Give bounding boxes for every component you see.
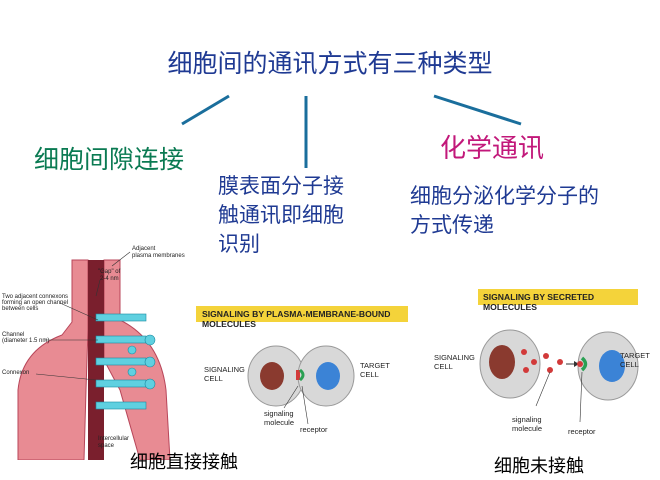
secreted-signaling-nucleus xyxy=(489,345,515,379)
membrane-contact-line-2: 触通讯即细胞 xyxy=(218,203,344,227)
secreted-label-signaling-2: CELL xyxy=(434,362,453,371)
gap-junction-figure: Adjacent plasma membranes "Gap" of 2-4 n… xyxy=(2,246,185,460)
gap-label-intercellular-1: Intercellular xyxy=(98,436,129,442)
membrane-label-target-1: TARGET xyxy=(360,361,390,370)
gap-label-connexon: Connexon xyxy=(2,370,29,376)
membrane-contact-line-1: 膜表面分子接 xyxy=(218,174,344,198)
secreted-label-molecule-1: signaling xyxy=(512,415,542,424)
membrane-signaling-nucleus xyxy=(260,362,284,390)
membrane-receptor xyxy=(298,368,305,382)
gap-junction-heading: 细胞间隙连接 xyxy=(34,145,185,174)
secreted-label-signaling-1: SIGNALING xyxy=(434,353,475,362)
membrane-label-signaling-1: SIGNALING xyxy=(204,365,245,374)
secreted-label-molecule-2: molecule xyxy=(512,424,542,433)
gap-label-gap2: 2-4 nm xyxy=(100,276,119,282)
membrane-label-target-2: CELL xyxy=(360,370,379,379)
secreted-label-target-2: CELL xyxy=(620,360,639,369)
gap-label-intercellular-2: space xyxy=(98,443,115,449)
chemical-signaling-text: 细胞分泌化学分子的 方式传递 xyxy=(410,182,599,240)
secreted-label-receptor: receptor xyxy=(568,427,596,436)
gap-label-connexons-3: between cells xyxy=(2,306,38,312)
gap-label-adjacent: Adjacent xyxy=(132,246,156,252)
membrane-label-molecule-1: signaling xyxy=(264,409,294,418)
membrane-signaling-figure: SIGNALING CELL TARGET CELL signaling mol… xyxy=(204,345,390,434)
gap-label-plasma: plasma membranes xyxy=(132,253,185,259)
chemical-signaling-heading: 化学通讯 xyxy=(440,134,545,164)
connector-right xyxy=(433,94,522,126)
gap-label-channel-2: (diameter 1.5 nm) xyxy=(2,338,49,344)
page-title: 细胞间的通讯方式有三种类型 xyxy=(167,49,493,78)
secreted-receptor xyxy=(580,356,588,372)
membrane-label-molecule-2: molecule xyxy=(264,418,294,427)
connector-left xyxy=(181,94,230,126)
secreted-label-target-1: TARGET xyxy=(620,351,650,360)
gap-cell-membrane-left xyxy=(17,259,89,460)
secreted-molecules xyxy=(543,353,563,373)
caption-no-contact: 细胞未接触 xyxy=(494,456,584,477)
membrane-contact-text: 膜表面分子接 触通讯即细胞 识别 xyxy=(218,172,344,259)
gap-label-gap1: "Gap" of xyxy=(98,269,121,275)
secreted-target-nucleus xyxy=(599,350,625,382)
chemical-signaling-line-1: 细胞分泌化学分子的 xyxy=(410,184,599,208)
chemical-signaling-line-2: 方式传递 xyxy=(410,213,494,237)
membrane-label-receptor: receptor xyxy=(300,425,328,434)
gap-label-connexons-2: forming an open channel xyxy=(2,300,68,306)
membrane-contact-line-3: 识别 xyxy=(218,232,260,256)
membrane-target-nucleus xyxy=(316,362,340,390)
connexon-channels xyxy=(95,313,156,410)
gap-label-channel-1: Channel xyxy=(2,332,24,338)
secreted-signaling-banner: SIGNALING BY SECRETED MOLECULES xyxy=(478,289,638,312)
gap-label-connexons-1: Two adjacent connexons xyxy=(2,294,68,300)
secreted-signaling-figure: SIGNALING CELL TARGET CELL signaling mol… xyxy=(434,329,650,436)
membrane-signaling-molecule xyxy=(296,370,300,380)
secreted-banner-text: SIGNALING BY SECRETED MOLECULES xyxy=(483,292,595,312)
membrane-signaling-banner: SIGNALING BY PLASMA-MEMBRANE-BOUND MOLEC… xyxy=(196,306,408,329)
caption-direct-contact: 细胞直接接触 xyxy=(130,452,238,473)
membrane-banner-text: SIGNALING BY PLASMA-MEMBRANE-BOUND MOLEC… xyxy=(202,309,391,329)
membrane-label-signaling-2: CELL xyxy=(204,374,223,383)
